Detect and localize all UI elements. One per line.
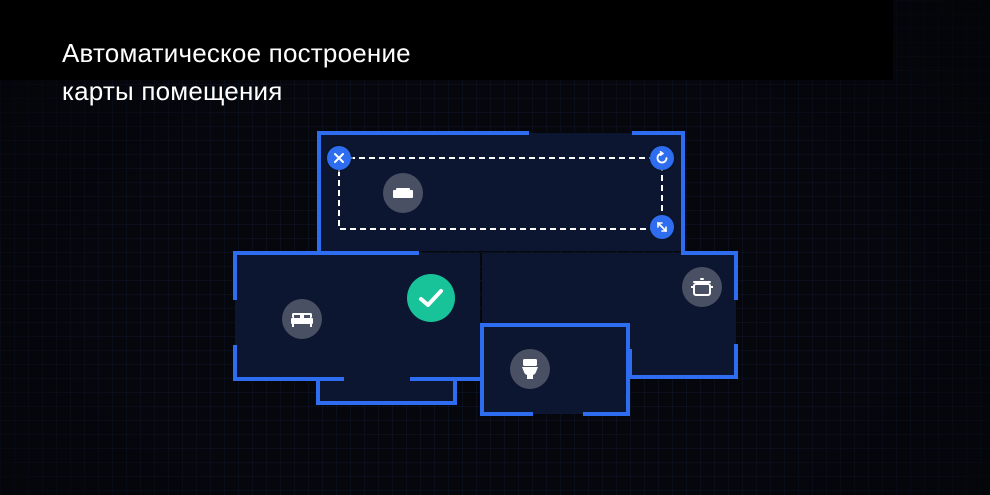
close-icon [334,153,344,163]
room-kitchen-badge[interactable] [682,267,722,307]
sofa-icon [393,188,413,198]
bed-icon [291,313,313,327]
wall-bathroom-left [480,323,533,416]
title-panel [0,0,893,80]
page-title: Автоматическое построение карты помещени… [62,34,411,110]
room-bedroom-badge[interactable] [282,299,322,339]
walls [233,131,738,416]
resize-icon [657,222,667,232]
room-living-badge[interactable] [383,173,423,213]
rotate-selection-button[interactable] [650,146,674,170]
title-line-1: Автоматическое построение [62,38,411,68]
wall-bedroom-left-low [233,345,344,381]
room-bathroom-badge[interactable] [510,349,550,389]
wall-living-top-left [317,131,529,252]
wall-kitchen-right [681,251,738,300]
selection-frame[interactable] [338,157,663,230]
rotate-icon [656,151,668,164]
room-small-fill [318,379,455,403]
wall-living-top-right [632,131,685,252]
wall-bedroom-top [233,251,419,300]
checkmark-icon [419,289,443,307]
room-hall-fill [630,325,736,377]
pot-icon [691,278,713,296]
delete-selection-button[interactable] [327,146,351,170]
room-bathroom-fill [482,325,628,414]
room-fills [235,133,736,414]
wall-small-room [316,379,457,405]
room-living-fill [319,133,683,251]
wall-hall-right [628,344,738,379]
toilet-icon [522,359,538,379]
title-line-2: карты помещения [62,76,283,106]
resize-selection-button[interactable] [650,215,674,239]
confirm-room-button[interactable] [407,274,455,322]
